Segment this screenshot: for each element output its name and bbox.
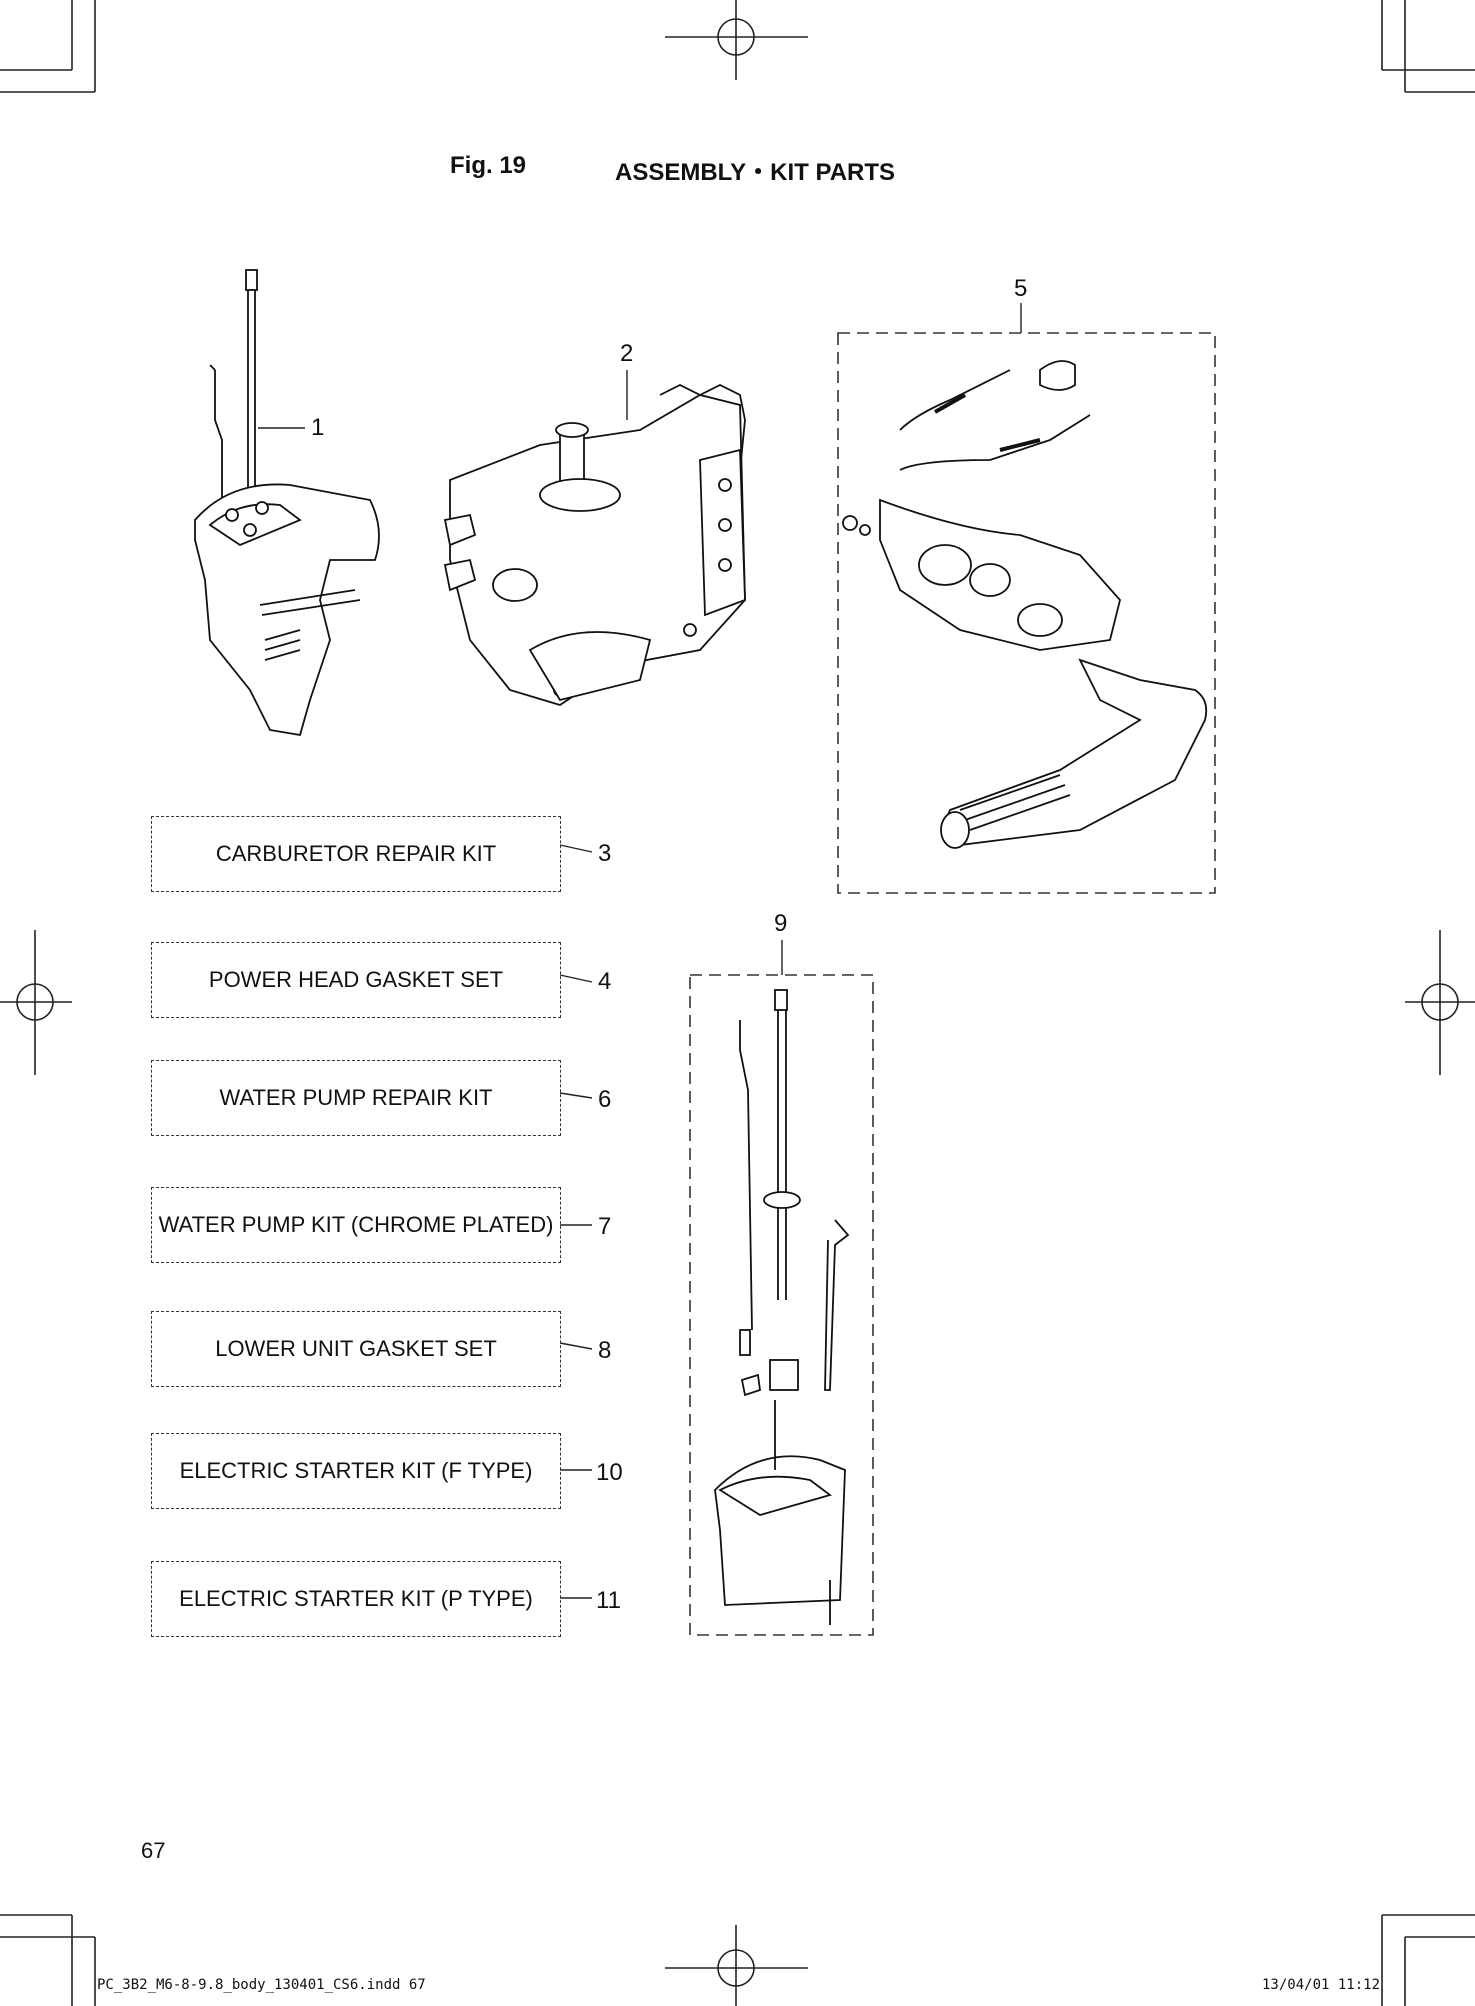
callout-6: 6 xyxy=(598,1086,612,1113)
lower-unit-illustration xyxy=(194,269,380,737)
callout-8: 8 xyxy=(598,1337,612,1364)
kit-box-lower-unit-gasket: LOWER UNIT GASKET SET xyxy=(151,1311,561,1387)
kit-box-electric-starter-f: ELECTRIC STARTER KIT (F TYPE) xyxy=(151,1433,561,1509)
callout-5: 5 xyxy=(1014,275,1028,302)
callout-leaders xyxy=(258,303,1022,1599)
callout-9: 9 xyxy=(774,910,788,937)
callout-4: 4 xyxy=(598,968,612,995)
page-number: 67 xyxy=(141,1838,166,1863)
kit-box-water-pump-chrome: WATER PUMP KIT (CHROME PLATED) xyxy=(151,1187,561,1263)
callout-3: 3 xyxy=(598,840,612,867)
figure-title: ASSEMBLY・KIT PARTS xyxy=(615,159,896,186)
drive-shaft-kit-illustration xyxy=(689,974,874,1636)
callout-2: 2 xyxy=(620,340,634,367)
kit-box-electric-starter-p: ELECTRIC STARTER KIT (P TYPE) xyxy=(151,1561,561,1637)
callout-7: 7 xyxy=(598,1213,612,1240)
tiller-kit-illustration xyxy=(837,332,1216,894)
kit-box-water-pump-repair: WATER PUMP REPAIR KIT xyxy=(151,1060,561,1136)
callout-10: 10 xyxy=(596,1459,623,1486)
callout-1: 1 xyxy=(311,414,325,441)
power-head-illustration xyxy=(443,383,746,706)
kit-box-carburetor-repair: CARBURETOR REPAIR KIT xyxy=(151,816,561,892)
callout-11: 11 xyxy=(596,1587,621,1614)
footer-file-name: PC_3B2_M6-8-9.8_body_130401_CS6.indd 67 xyxy=(97,1977,426,1993)
kit-box-power-head-gasket: POWER HEAD GASKET SET xyxy=(151,942,561,1018)
figure-number: Fig. 19 xyxy=(450,152,527,179)
footer-timestamp: 13/04/01 11:12 xyxy=(1262,1977,1381,1993)
